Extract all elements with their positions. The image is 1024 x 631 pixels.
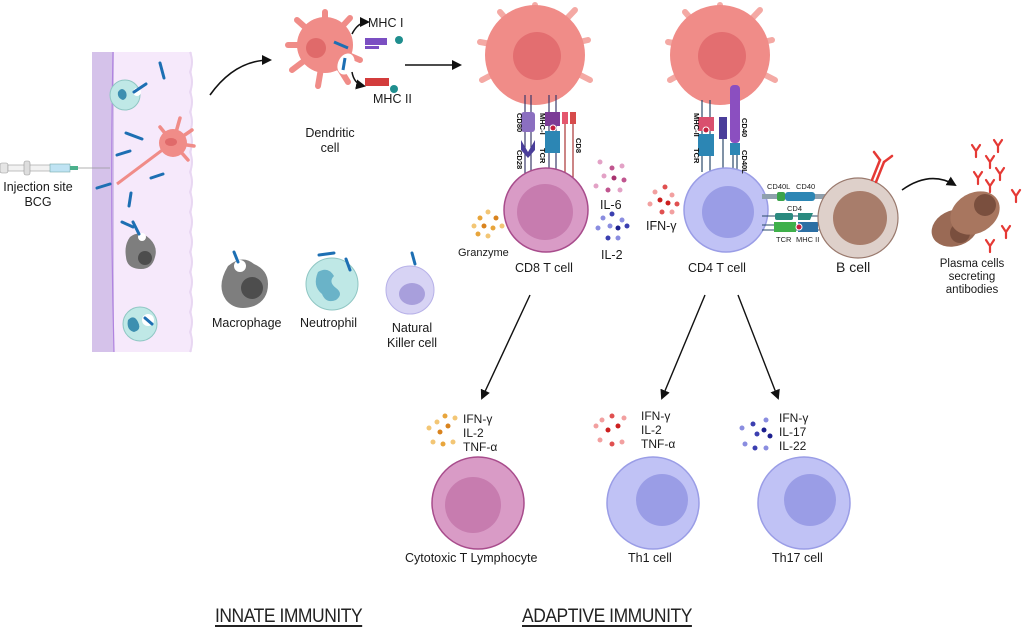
cd40-bcell-label: CD40: [796, 182, 816, 191]
cd4-synapse-receptors: [698, 85, 740, 175]
plasma-cells: [931, 191, 1000, 247]
tissue-neutrophil-2: [122, 306, 158, 342]
macrophage-label: Macrophage: [212, 316, 282, 330]
ctl-cytokine: IFN-γ: [463, 412, 493, 426]
cd8-t-cell-label: CD8 T cell: [515, 261, 573, 275]
cd4-t-cell-label: CD4 T cell: [688, 261, 746, 275]
plasma-line3: antibodies: [945, 284, 999, 296]
th1-cytokine: IFN-γ: [641, 409, 671, 423]
il6-label: IL-6: [600, 198, 622, 212]
th17-cytokine: IL-22: [779, 439, 807, 453]
th17-cytokine: IFN-γ: [779, 411, 809, 425]
granzyme-dots: [471, 209, 505, 239]
arrow-to-dendritic: [209, 55, 272, 96]
dendritic-line1: Dendritic: [305, 126, 355, 140]
dendritic-cell-cd8: [477, 2, 593, 105]
arrow-to-ctl: [480, 294, 531, 400]
th1-cytokines: IFN-γ IL-2 TNF-α: [641, 409, 675, 451]
nk-line1: Natural: [391, 321, 433, 335]
il6-dots: [593, 159, 627, 193]
antibody-icons: [970, 138, 1022, 254]
cd40-label: CD40: [740, 118, 749, 138]
cd40l-label: CD40L: [740, 150, 749, 174]
th1-cytokine-dots: [593, 413, 627, 447]
cd4-bcell-label: CD4: [787, 204, 803, 213]
mhc-ii-bcell-label: MHC II: [796, 235, 820, 244]
ctl-cytokine: TNF-α: [463, 440, 498, 454]
nk-cell-label: Natural Killer cell: [384, 321, 440, 351]
tcr-bcell-label: TCR: [776, 235, 792, 244]
il2-dots: [595, 211, 630, 241]
b-cell-synapse-receptors: [762, 192, 840, 232]
cd8-synapse-receptors: [521, 95, 576, 180]
macrophage-cell: [221, 250, 268, 308]
cd4-t-cell: [683, 167, 769, 253]
ctl-cell: [431, 456, 525, 550]
th1-label: Th1 cell: [628, 551, 672, 565]
injection-line1: Injection site: [3, 180, 73, 194]
adaptive-immunity-heading: ADAPTIVE IMMUNITY: [522, 606, 692, 627]
granzyme-label: Granzyme: [458, 247, 509, 259]
cd28-label: CD28: [515, 150, 524, 170]
cd80-label: CD80: [515, 113, 524, 133]
tcr-cd8-label: TCR: [538, 148, 547, 164]
th1-cytokine: TNF-α: [641, 437, 676, 451]
injection-line2: BCG: [24, 195, 52, 209]
tissue-dendritic-cell: [116, 116, 196, 186]
dendritic-cell-label: Dendritic cell: [300, 126, 360, 156]
th17-cell: [757, 456, 851, 550]
cd8-label: CD8: [574, 138, 583, 154]
arrow-to-th17: [737, 294, 780, 400]
dendritic-cell: [285, 9, 403, 93]
plasma-line2: secreting: [948, 271, 996, 283]
ctl-cytokine: IL-2: [463, 426, 484, 440]
cd40l-bcell-label: CD40L: [767, 182, 791, 191]
ctl-label: Cytotoxic T Lymphocyte: [405, 551, 538, 565]
arrow-to-th1: [660, 294, 706, 400]
mhc1-label: MHC I: [368, 16, 404, 30]
th17-cytokine-dots: [739, 417, 773, 451]
dendritic-cell-cd4: [665, 2, 778, 105]
b-cell: [817, 150, 899, 259]
skin-tissue: [92, 51, 193, 353]
nk-cell: [385, 251, 435, 315]
syringe-icon: [0, 160, 110, 176]
mhc2-label: MHC II: [373, 92, 412, 106]
ctl-cytokines: IFN-γ IL-2 TNF-α: [463, 412, 497, 454]
plasma-cells-label: Plasma cells secreting antibodies: [924, 258, 1020, 297]
bcg-bacteria: [95, 61, 166, 229]
tissue-macrophage: [125, 220, 156, 269]
neutrophil-label: Neutrophil: [300, 316, 357, 330]
tissue-neutrophil: [109, 79, 148, 111]
th17-cytokines: IFN-γ IL-17 IL-22: [779, 411, 808, 453]
th1-cell: [606, 456, 700, 550]
injection-site-label: Injection site BCG: [0, 180, 76, 210]
th1-cytokine: IL-2: [641, 423, 662, 437]
mhc-ii-label: MHC-II: [692, 113, 701, 137]
nk-line2: Killer cell: [386, 336, 437, 350]
ctl-cytokine-dots: [426, 413, 458, 447]
th17-cytokine: IL-17: [779, 425, 807, 439]
innate-immunity-heading: INNATE IMMUNITY: [215, 606, 363, 627]
ifng-dots-cd4: [647, 184, 680, 215]
cd8-t-cell: [503, 167, 589, 253]
mhc-i-label: MHC-I: [538, 113, 547, 135]
dendritic-line2: cell: [320, 141, 340, 155]
th17-label: Th17 cell: [772, 551, 823, 565]
arrow-to-plasma: [901, 176, 957, 191]
il2-label: IL-2: [601, 248, 623, 262]
plasma-line1: Plasma cells: [939, 258, 1005, 270]
tcr-cd4-label: TCR: [692, 148, 701, 164]
b-cell-label: B cell: [836, 259, 871, 275]
neutrophil-cell: [305, 251, 359, 311]
ifng-label: IFN-γ: [646, 219, 677, 233]
